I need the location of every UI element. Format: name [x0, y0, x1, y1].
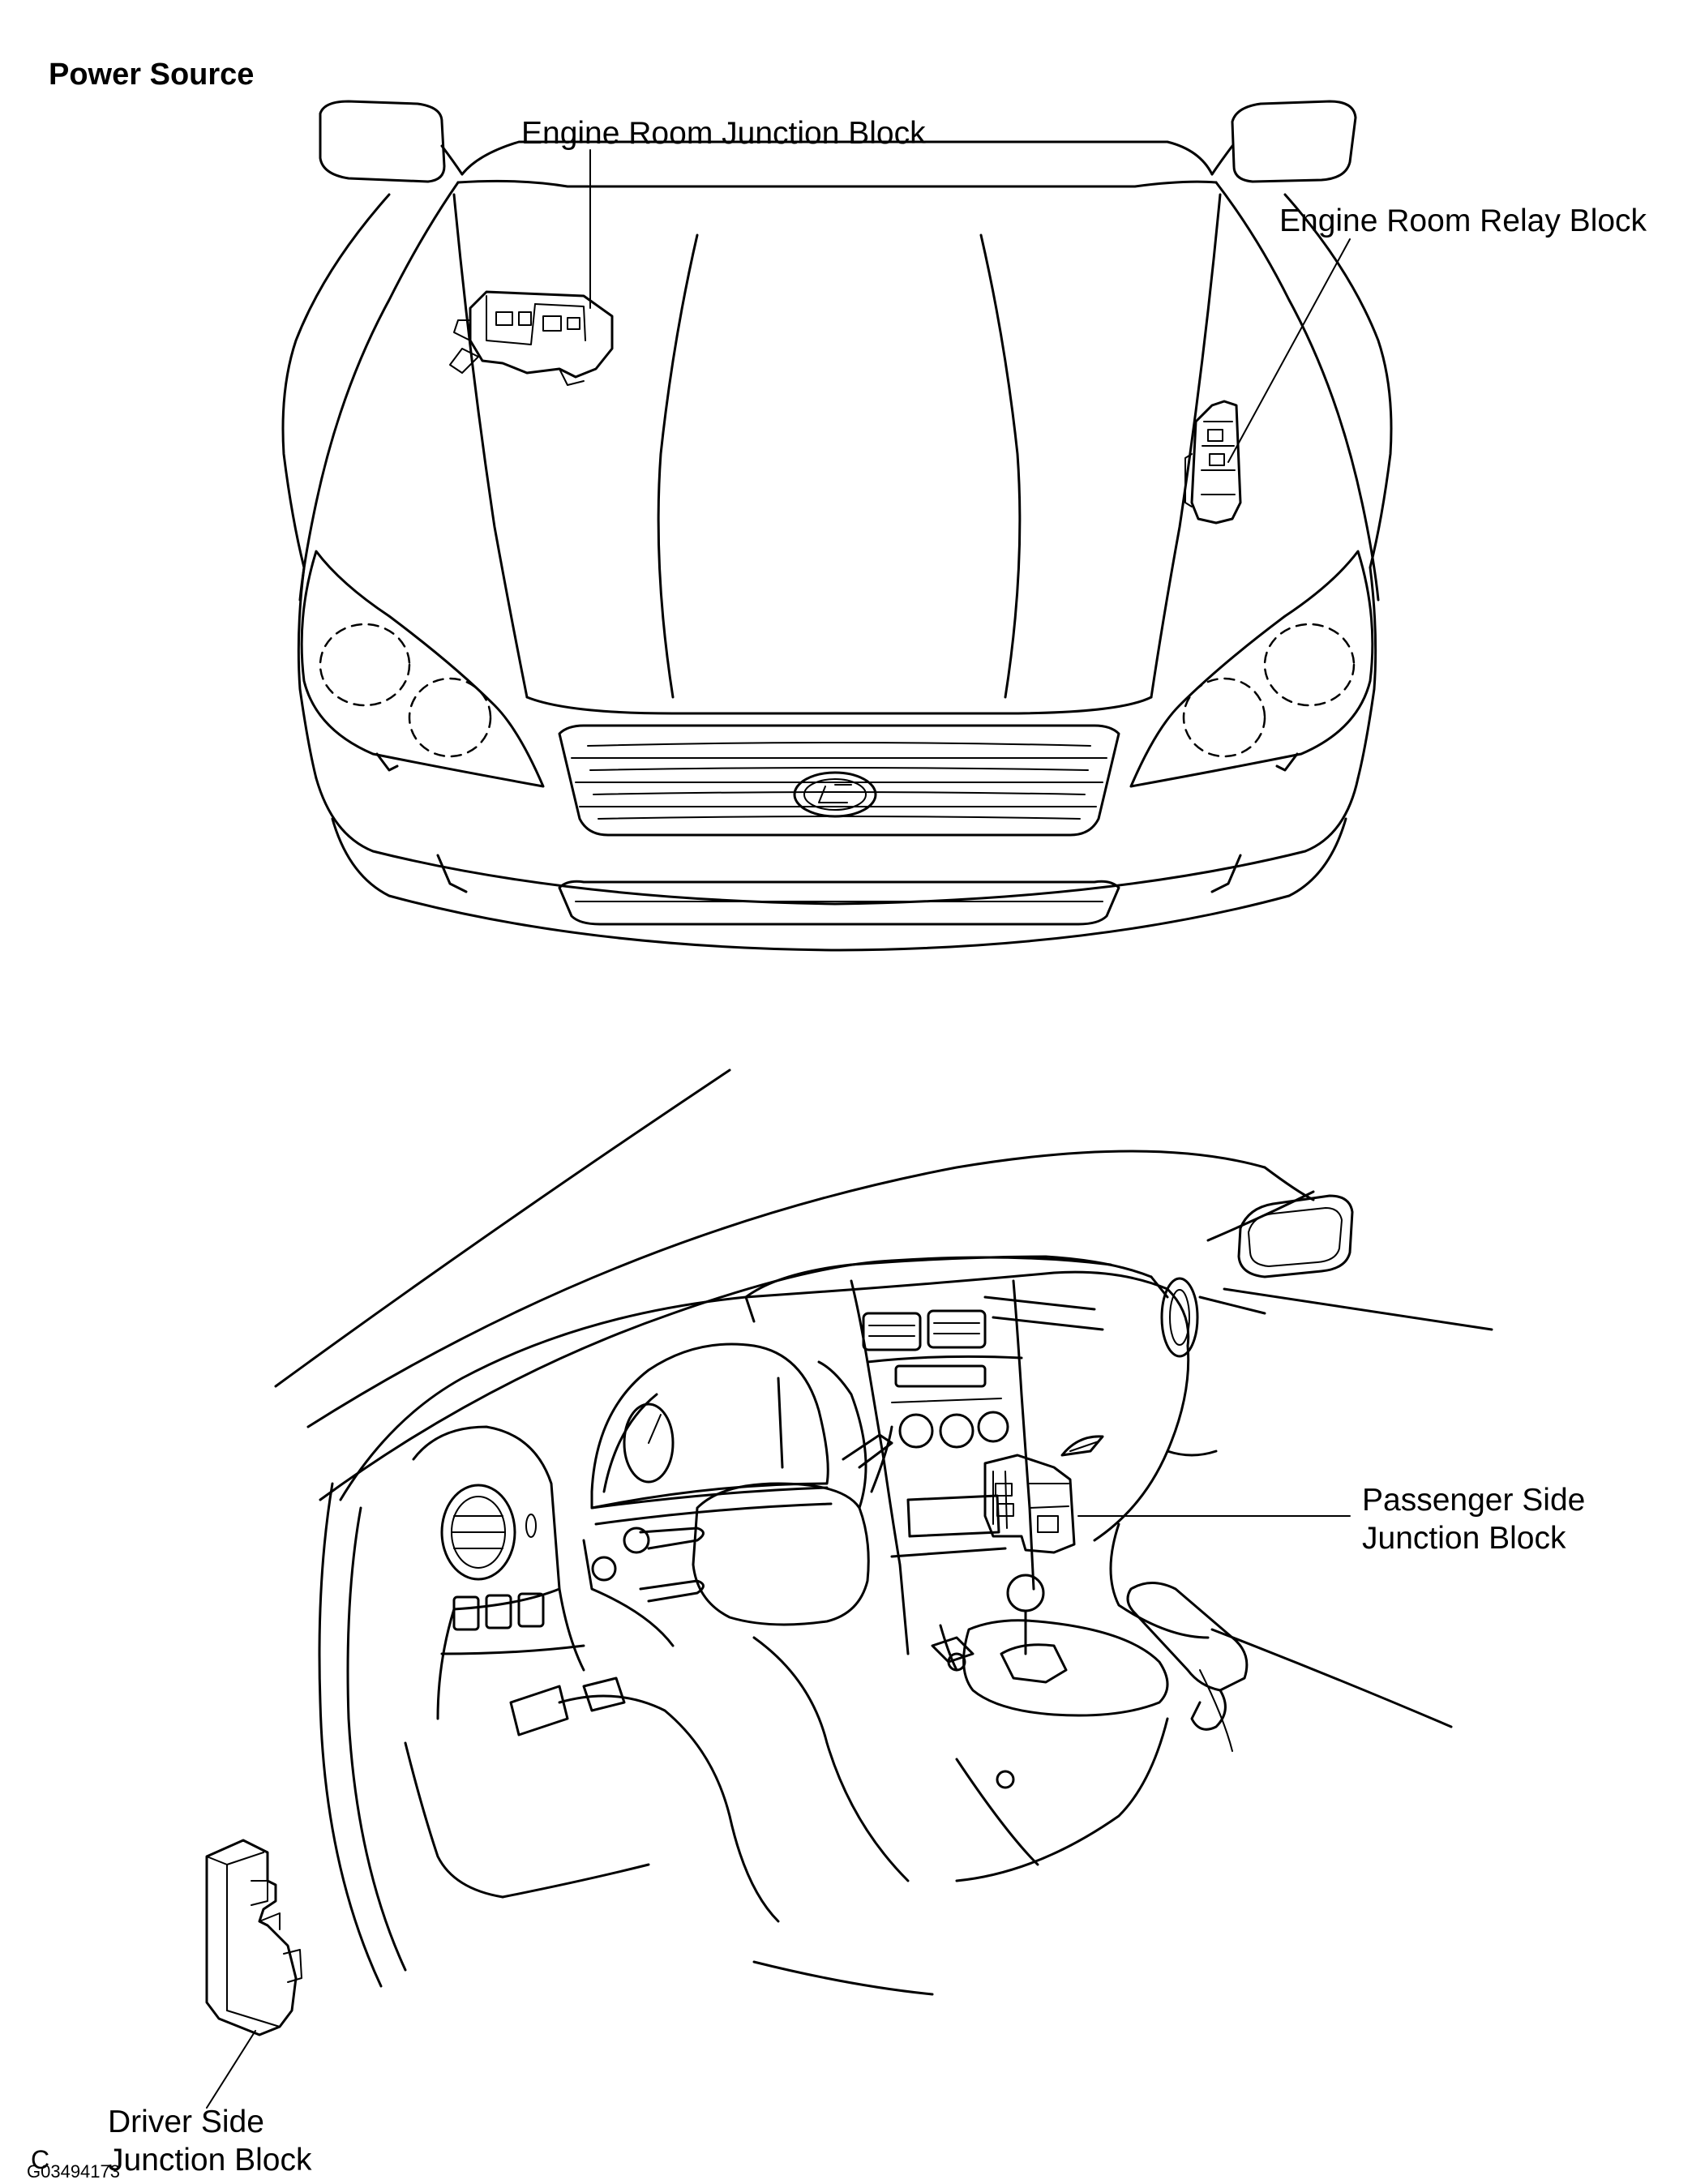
handbrake [1126, 1582, 1249, 1692]
driver-side-junction-block-part [205, 1839, 302, 2036]
label-engine-room-junction-block: Engine Room Junction Block [521, 116, 926, 151]
center-vent-right [927, 1309, 987, 1349]
label-driver-side-junction-block: Driver Side Junction Block [108, 2105, 312, 2178]
steering-wheel [692, 1482, 870, 1626]
footer-code-letter: C [31, 2145, 50, 2174]
hood-outline [456, 179, 1218, 188]
passenger-side-junction-block-part [983, 1454, 1076, 1554]
engine-room-relay-block-part [1184, 400, 1242, 525]
speedometer-gauge [623, 1402, 675, 1484]
switch-3 [517, 1592, 545, 1628]
leader-driver-side [206, 2030, 256, 2109]
right-headlamp [1129, 550, 1374, 788]
lower-intake [558, 880, 1120, 926]
switch-1 [452, 1595, 480, 1631]
right-air-vent [1160, 1277, 1199, 1358]
label-engine-room-relay-block: Engine Room Relay Block [1279, 203, 1647, 238]
car-front-view [281, 100, 1393, 952]
left-headlamp [300, 550, 545, 788]
label-passenger-side-junction-block: Passenger Side Junction Block [1362, 1483, 1586, 1556]
climate-knob-center [939, 1413, 975, 1449]
lexus-emblem [793, 771, 877, 818]
climate-knob-left [898, 1413, 934, 1449]
interior-side-mirror [1237, 1194, 1354, 1278]
gear-shift-knob [1006, 1574, 1045, 1612]
footer-figure-id: G03494173 [27, 2161, 120, 2182]
climate-knob-right [977, 1411, 1009, 1443]
left-mirror [319, 100, 446, 183]
center-vent-left [862, 1312, 922, 1351]
page-title: Power Source [49, 58, 255, 92]
car-interior-view [205, 1068, 1493, 2109]
leader-engine-room-relay [1227, 238, 1351, 463]
dashboard-top [339, 1270, 1190, 1501]
front-grille [558, 724, 1120, 837]
right-mirror [1231, 100, 1357, 183]
engine-room-junction-block-part [449, 290, 614, 386]
switch-2 [485, 1594, 512, 1629]
center-console [850, 1279, 910, 1655]
left-air-vent [440, 1484, 516, 1581]
